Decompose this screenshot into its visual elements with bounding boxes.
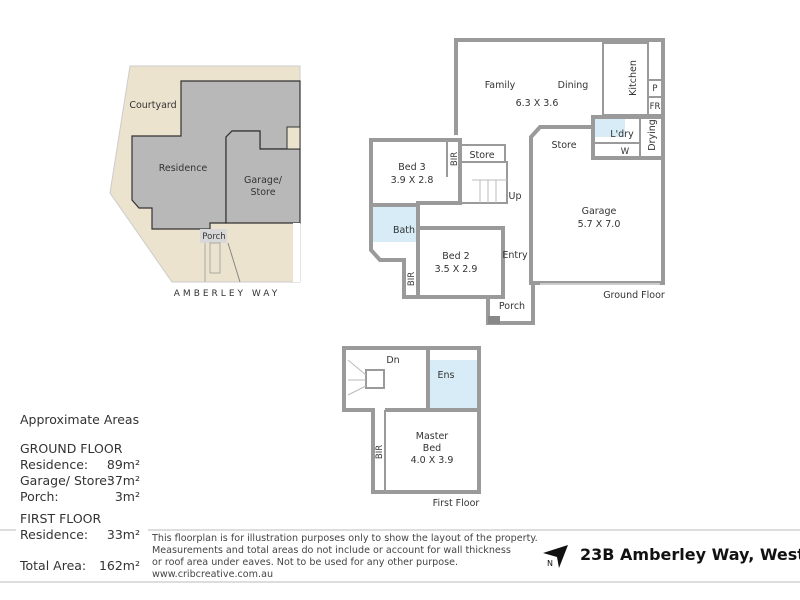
garage-footprint — [225, 130, 301, 224]
area-value: 3m² — [115, 489, 140, 504]
ground-floor-plan: Family Dining 6.3 X 3.6 Kitchen P FR L'd… — [369, 38, 665, 325]
area-value: 37m² — [107, 473, 140, 488]
ensuite-tiles — [430, 360, 478, 408]
bed3-bir-label: BIR — [450, 152, 460, 166]
driveway-edge — [227, 242, 241, 283]
first-floor-wall — [342, 346, 481, 494]
property-address: 23B Amberley Way, Westminster — [580, 545, 800, 564]
family-dining-size: 6.3 X 3.6 — [516, 98, 559, 109]
kitchen-label: Kitchen — [628, 60, 639, 96]
stairs — [459, 161, 508, 204]
kitchen-bench — [602, 42, 649, 116]
courtyard-label: Courtyard — [129, 100, 176, 111]
dining-label: Dining — [558, 80, 589, 91]
bed2-bir-label: BIR — [407, 272, 417, 286]
bed3-size: 3.9 X 2.8 — [391, 175, 434, 186]
stair-treads — [472, 179, 507, 203]
svg-text:N: N — [547, 559, 553, 568]
ensuite-label: Ens — [438, 370, 455, 381]
master-bed-label-1: Master — [416, 431, 449, 442]
disclaimer: This floorplan is for illustration purpo… — [151, 533, 538, 580]
path — [209, 242, 221, 274]
fridge-label: FR — [650, 102, 661, 112]
drying-label: Drying — [647, 119, 658, 151]
first-floor-title: First Floor — [433, 498, 480, 509]
side-strip — [293, 223, 300, 282]
total-area-label: Total Area: — [19, 558, 86, 573]
bath-label: Bath — [393, 225, 415, 236]
porch-step — [488, 316, 500, 324]
bed2-size: 3.5 X 2.9 — [435, 264, 478, 275]
porch-label: Porch — [499, 301, 525, 312]
first-floor-plan: Dn Ens Master Bed 4.0 X 3.9 BIR First Fl… — [342, 346, 481, 509]
area-label: Garage/ Store: — [20, 473, 111, 488]
stairs-down-label: Dn — [386, 355, 399, 366]
garage-store-label: Store — [551, 140, 576, 151]
laundry-tiles — [595, 119, 625, 137]
master-bir-label: BIR — [375, 445, 385, 459]
site-small-court — [286, 126, 301, 150]
disclaimer-line: or roof area under eaves. Not to be used… — [152, 557, 458, 568]
ground-floor-heading: GROUND FLOOR — [20, 441, 123, 456]
laundry-wall — [591, 115, 665, 160]
store-label: Store — [250, 187, 275, 198]
area-value: 89m² — [107, 457, 140, 472]
laundry-label: L'dry — [610, 129, 634, 140]
areas-heading: Approximate Areas — [20, 412, 139, 427]
garage-label: Garage/ — [244, 175, 283, 186]
area-label: Residence: — [20, 527, 88, 542]
areas-legend: Approximate Areas GROUND FLOOR Residence… — [19, 412, 140, 573]
site-plan: Courtyard Residence Garage/ Store Porch … — [109, 65, 301, 299]
pantry-label: P — [652, 84, 657, 94]
entry-label: Entry — [502, 250, 528, 261]
stair-treads — [347, 359, 367, 396]
bed3-label: Bed 3 — [398, 162, 425, 173]
website-link[interactable]: www.cribcreative.com.au — [152, 569, 273, 580]
stair-landing — [365, 369, 385, 389]
garage-size: 5.7 X 7.0 — [578, 219, 621, 230]
porch-footprint — [200, 229, 227, 243]
family-label: Family — [485, 80, 516, 91]
area-value: 33m² — [107, 527, 140, 542]
area-label: Residence: — [20, 457, 88, 472]
master-bed-label-2: Bed — [423, 443, 441, 454]
garage-label: Garage — [582, 206, 617, 217]
bath-tiles — [373, 207, 417, 242]
residence-label: Residence — [159, 163, 208, 174]
porch-label: Porch — [202, 232, 225, 242]
stairs-up-label: Up — [509, 191, 522, 202]
north-arrow-icon: N — [543, 545, 568, 568]
ground-floor-title: Ground Floor — [603, 290, 665, 301]
bed2-label: Bed 2 — [442, 251, 469, 262]
disclaimer-line: Measurements and total areas do not incl… — [152, 545, 511, 556]
wc-label: W — [621, 147, 630, 157]
hall-store-label: Store — [469, 150, 494, 161]
area-label: Porch: — [20, 489, 59, 504]
first-floor-heading: FIRST FLOOR — [20, 511, 101, 526]
master-bed-size: 4.0 X 3.9 — [411, 455, 454, 466]
total-area-value: 162m² — [99, 558, 140, 573]
disclaimer-line: This floorplan is for illustration purpo… — [151, 533, 538, 544]
street-name: AMBERLEY WAY — [174, 289, 280, 299]
